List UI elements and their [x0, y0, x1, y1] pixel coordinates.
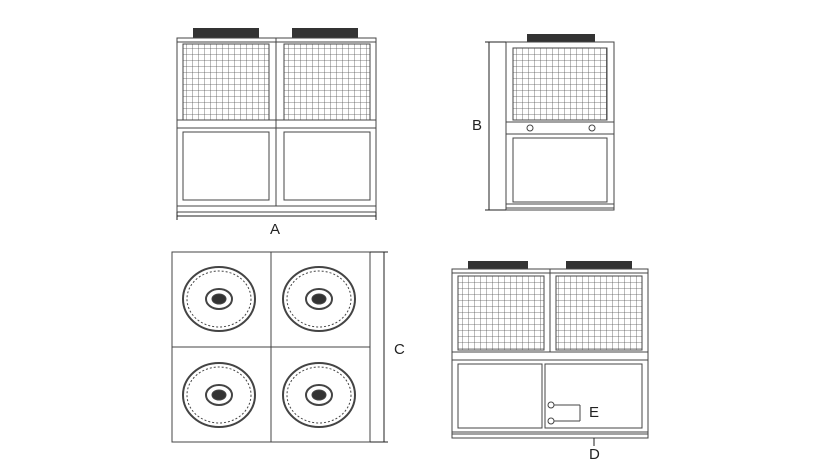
panel-left: [182, 131, 270, 201]
panel-side: [512, 137, 608, 203]
panel-rear-left: [457, 363, 543, 429]
fan-top-left: [182, 266, 256, 332]
top-view: [171, 251, 388, 443]
fan-cap-right: [292, 28, 358, 38]
front-base: [176, 205, 377, 213]
dimension-label-b: B: [472, 117, 483, 134]
grille-rear-right: [555, 275, 643, 351]
panel-rear-right: [544, 363, 643, 429]
side-view: [485, 34, 615, 211]
dimension-label-a: A: [270, 221, 281, 238]
dimension-label-d: D: [589, 446, 600, 463]
pipe-outlet: [547, 417, 555, 425]
front-view: [176, 28, 377, 220]
grille-rear-left: [457, 275, 545, 351]
fan-bottom-left: [182, 362, 256, 428]
pipe-inlet: [547, 401, 555, 409]
fan-bottom-right: [282, 362, 356, 428]
fan-cap-left: [193, 28, 259, 38]
grille-right: [283, 43, 371, 121]
fan-cap-side: [527, 34, 595, 42]
rear-view: [451, 261, 649, 446]
fan-cap-rear-right: [566, 261, 632, 269]
grille-left: [182, 43, 270, 121]
side-body: [505, 41, 615, 209]
panel-right: [283, 131, 371, 201]
dimension-label-c: C: [394, 341, 405, 358]
fan-top-right: [282, 266, 356, 332]
fan-cap-rear-left: [468, 261, 528, 269]
grille-side: [512, 47, 608, 121]
dimension-label-e: E: [589, 404, 600, 421]
